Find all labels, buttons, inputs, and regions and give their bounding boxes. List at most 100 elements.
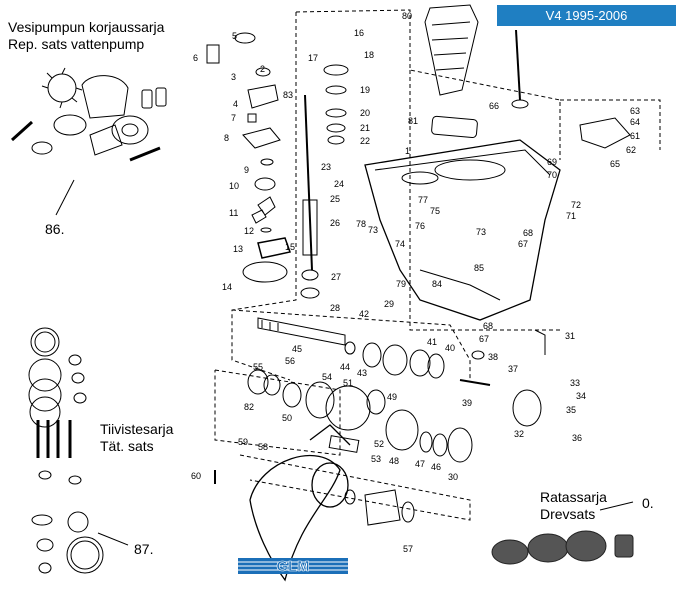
part-number: 80 <box>402 11 413 21</box>
gearcase-housing <box>364 139 561 321</box>
part-number: 29 <box>384 299 395 309</box>
part-number: 60 <box>191 471 202 481</box>
part-number: 76 <box>415 221 426 231</box>
part-number: 82 <box>244 402 255 412</box>
part-number: 49 <box>387 392 398 402</box>
shift-rod-bushing <box>511 99 529 109</box>
bearing-carrier <box>247 369 386 431</box>
part-number: 2 <box>260 64 266 74</box>
part-number: 47 <box>415 459 426 469</box>
thrust-hub <box>344 489 415 526</box>
propeller <box>249 424 351 582</box>
part-number: 55 <box>253 362 264 372</box>
part-number: 21 <box>360 123 371 133</box>
part-number: 70 <box>547 170 558 180</box>
part-number: 22 <box>360 136 371 146</box>
part-number: 6 <box>193 53 199 63</box>
part-number: 68 <box>523 228 534 238</box>
part-number: 37 <box>508 364 519 374</box>
leader-87 <box>97 532 129 546</box>
part-number: 9 <box>244 165 250 175</box>
part-number: 44 <box>340 362 351 372</box>
part-number: 52 <box>374 439 385 449</box>
part-number: 63 <box>630 106 641 116</box>
part-number: 5 <box>232 31 238 41</box>
part-number: 30 <box>448 472 459 482</box>
part-number: 14 <box>222 282 233 292</box>
part-number: 23 <box>321 162 332 172</box>
dashed-guide-top <box>295 9 561 160</box>
part-number: 27 <box>331 272 342 282</box>
glm-logo: GLM <box>238 558 348 574</box>
part-number: 34 <box>576 391 587 401</box>
part-number: 45 <box>292 344 303 354</box>
part-number: 24 <box>334 179 345 189</box>
part-number: 64 <box>630 117 641 127</box>
part-number: 31 <box>565 331 576 341</box>
part-number: 28 <box>330 303 341 313</box>
part-number: 13 <box>233 244 244 254</box>
part-number: 46 <box>431 462 442 472</box>
part-number: 78 <box>356 219 367 229</box>
part-number: 75 <box>430 206 441 216</box>
part-number: 25 <box>330 194 341 204</box>
seal-washers <box>323 64 349 145</box>
gear-kit-number: 0. <box>642 495 654 511</box>
seal-kit-title-sv: Tät. sats <box>100 438 154 454</box>
water-pump-kit-illustration <box>10 67 167 162</box>
seal-kit-number: 87. <box>134 541 154 557</box>
gear-kit-title-sv: Drevsats <box>540 506 596 522</box>
part-number: 41 <box>427 337 438 347</box>
gear-set <box>362 342 473 463</box>
part-number: 8 <box>224 133 230 143</box>
leader-0 <box>599 501 634 511</box>
water-pump-kit-number: 86. <box>45 221 65 237</box>
part-number: 39 <box>462 398 473 408</box>
part-number: 36 <box>572 433 583 443</box>
part-number: 56 <box>285 356 296 366</box>
part-number: 74 <box>395 239 406 249</box>
part-number: 59 <box>238 437 249 447</box>
part-number: 61 <box>630 131 641 141</box>
part-number: 57 <box>403 544 414 554</box>
drive-shaft <box>300 94 320 299</box>
part-number: 32 <box>514 429 525 439</box>
part-number: 53 <box>371 454 382 464</box>
part-number: 85 <box>474 263 485 273</box>
part-number: 26 <box>330 218 341 228</box>
part-number: 33 <box>570 378 581 388</box>
model-year-badge: V4 1995-2006 <box>497 5 676 26</box>
propeller-shaft <box>257 317 356 355</box>
part-number: 83 <box>283 90 294 100</box>
part-number: 58 <box>258 442 269 452</box>
part-number: 3 <box>231 72 237 82</box>
part-number: 73 <box>368 225 379 235</box>
dashed-guide-right <box>409 70 560 331</box>
exhaust-tube <box>424 4 479 96</box>
part-number: 51 <box>343 378 354 388</box>
part-number: 16 <box>354 28 365 38</box>
part-number: 50 <box>282 413 293 423</box>
part-number: 20 <box>360 108 371 118</box>
part-number: 40 <box>445 343 456 353</box>
dashed-guide-lower <box>214 369 341 456</box>
part-number: 68 <box>483 321 494 331</box>
part-number: 84 <box>432 279 443 289</box>
part-number: 10 <box>229 181 240 191</box>
water-pump-stack <box>206 32 291 283</box>
part-number: 72 <box>571 200 582 210</box>
dashed-guide-mid <box>231 309 471 380</box>
part-number: 77 <box>418 195 429 205</box>
part-number: 15 <box>285 242 296 252</box>
part-number: 19 <box>360 85 371 95</box>
water-pump-kit-title-fi: Vesipumpun korjaussarja <box>8 19 165 35</box>
leader-86 <box>55 179 75 216</box>
part-number: 7 <box>231 113 237 123</box>
shift-components <box>459 329 546 427</box>
part-number: 54 <box>322 372 333 382</box>
part-number: 4 <box>233 99 239 109</box>
part-number: 67 <box>479 334 490 344</box>
dashed-guide-far-right <box>560 99 661 150</box>
part-number: 42 <box>359 309 370 319</box>
